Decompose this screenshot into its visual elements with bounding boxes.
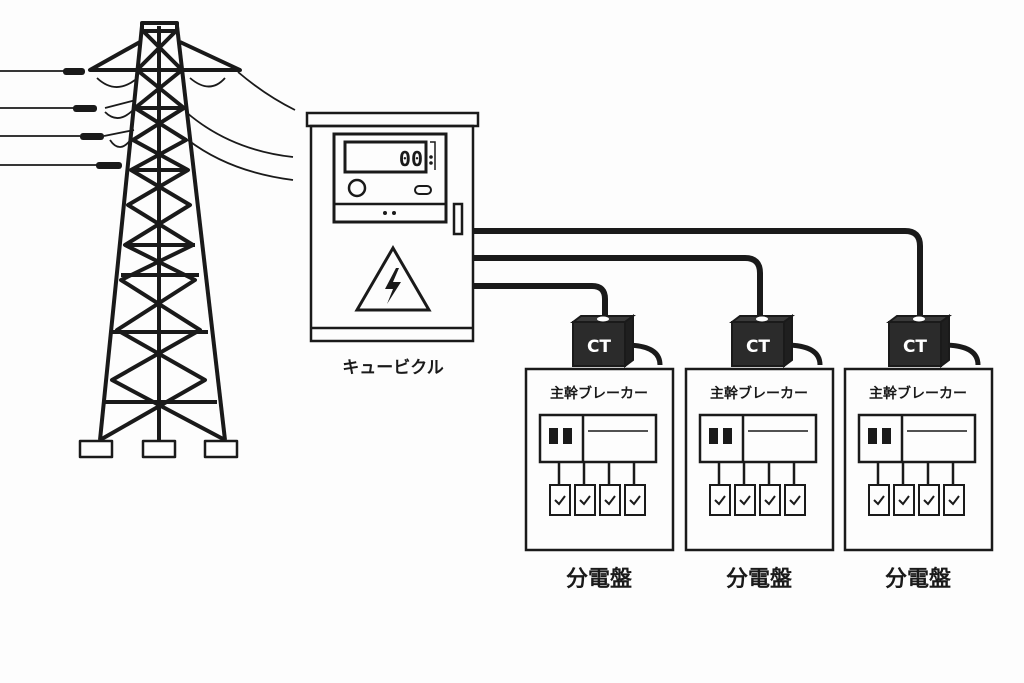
branch-breaker bbox=[599, 484, 621, 516]
ct-sensor: CT bbox=[570, 314, 636, 368]
check-icon bbox=[948, 495, 960, 506]
ct-label: CT bbox=[587, 337, 611, 357]
check-icon bbox=[629, 495, 641, 506]
branch-breaker bbox=[759, 484, 781, 516]
branch-breaker bbox=[574, 484, 596, 516]
main-breaker-label: 主幹ブレーカー bbox=[550, 385, 648, 402]
ct-label: CT bbox=[903, 337, 927, 357]
branch-breaker bbox=[549, 484, 571, 516]
breaker-switch bbox=[882, 428, 891, 444]
cubicle-label: キュービクル bbox=[342, 358, 444, 378]
check-icon bbox=[923, 495, 935, 506]
cubicle bbox=[305, 111, 480, 343]
check-icon bbox=[579, 495, 591, 506]
breaker-switch bbox=[709, 428, 718, 444]
power-lines bbox=[0, 70, 296, 181]
breaker-switch bbox=[723, 428, 732, 444]
panel-label: 分電盤 bbox=[885, 566, 952, 592]
main-breaker-label: 主幹ブレーカー bbox=[869, 385, 967, 402]
branch-breaker bbox=[943, 484, 965, 516]
breaker-switch bbox=[563, 428, 572, 444]
lightning-icon bbox=[385, 268, 401, 304]
main-breaker-label: 主幹ブレーカー bbox=[710, 385, 808, 402]
breaker-switch bbox=[549, 428, 558, 444]
breaker-switch bbox=[868, 428, 877, 444]
branch-breaker bbox=[734, 484, 756, 516]
branch-breaker bbox=[868, 484, 890, 516]
check-icon bbox=[714, 495, 726, 506]
check-icon bbox=[764, 495, 776, 506]
check-icon bbox=[739, 495, 751, 506]
branch-breaker bbox=[709, 484, 731, 516]
ct-sensor: CT bbox=[729, 314, 795, 368]
transmission-tower bbox=[78, 21, 242, 459]
ct-sensor: CT bbox=[886, 314, 952, 368]
check-icon bbox=[554, 495, 566, 506]
insulators bbox=[63, 68, 122, 169]
meter-display: 00 bbox=[399, 147, 423, 171]
branch-breaker bbox=[784, 484, 806, 516]
check-icon bbox=[604, 495, 616, 506]
ct-label: CT bbox=[746, 337, 770, 357]
check-icon bbox=[789, 495, 801, 506]
branch-breaker bbox=[893, 484, 915, 516]
check-icon bbox=[898, 495, 910, 506]
panel-label: 分電盤 bbox=[726, 566, 793, 592]
branch-breaker bbox=[624, 484, 646, 516]
check-icon bbox=[873, 495, 885, 506]
panel-label: 分電盤 bbox=[566, 566, 633, 592]
branch-breaker bbox=[918, 484, 940, 516]
